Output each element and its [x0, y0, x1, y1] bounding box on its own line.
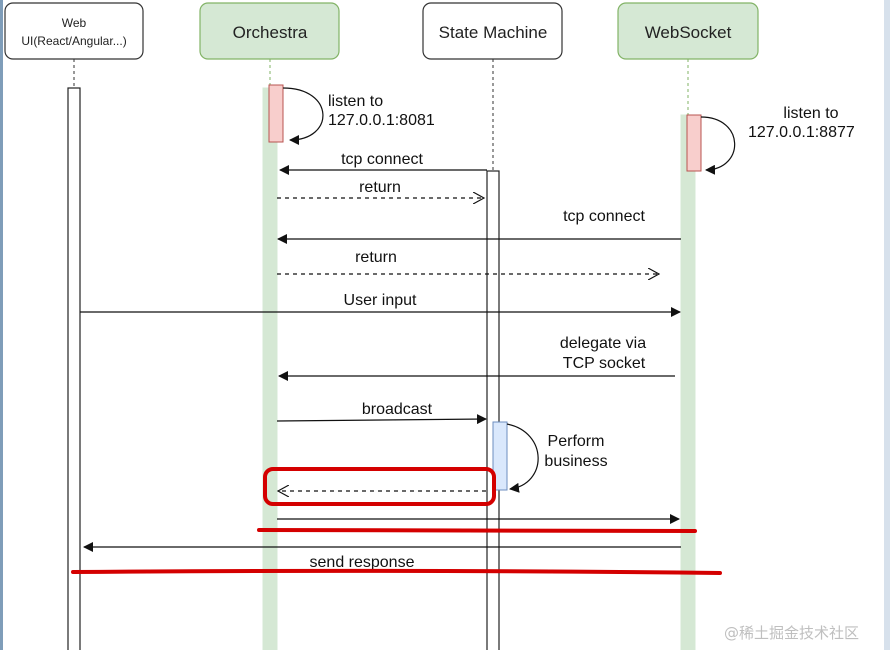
- message-return-2-label: return: [355, 249, 397, 266]
- highlight-underline-2: [71, 568, 722, 575]
- note-orchestra-listen-line2: 127.0.0.1:8081: [328, 112, 435, 129]
- message-return-1-label: return: [359, 179, 401, 196]
- self-call-perform-business: [506, 423, 539, 493]
- message-tcp-connect-1: tcp connect: [279, 151, 487, 175]
- activation-websocket-listen: [686, 114, 702, 172]
- actor-state-machine-label: State Machine: [439, 23, 548, 42]
- highlight-box-business-return: [263, 467, 496, 506]
- message-send-response-label: send response: [310, 554, 415, 571]
- actor-web-line1: Web: [62, 16, 87, 30]
- self-call-websocket-listen: [700, 116, 736, 175]
- actor-web[interactable]: Web UI(React/Angular...): [4, 2, 144, 60]
- note-perform-line2: business: [544, 453, 607, 470]
- note-orchestra-listen-line1: listen to: [328, 93, 383, 110]
- watermark: @稀土掘金技术社区: [724, 624, 860, 642]
- message-delegate-line2: TCP socket: [563, 355, 646, 372]
- actor-web-line2: UI(React/Angular...): [21, 34, 126, 48]
- activation-web: [67, 87, 81, 650]
- actor-orchestra-label: Orchestra: [233, 23, 308, 42]
- activation-orchestra: [262, 87, 278, 650]
- actor-websocket-label: WebSocket: [645, 23, 732, 42]
- message-user-input: User input: [80, 292, 681, 317]
- message-delegate-line1: delegate via: [560, 335, 646, 352]
- message-send-response: send response: [83, 542, 681, 571]
- message-tcp-connect-2: tcp connect: [277, 208, 681, 244]
- highlight-underline-1: [257, 528, 697, 533]
- note-websocket-listen-line2: 127.0.0.1:8877: [748, 124, 855, 141]
- message-user-input-label: User input: [344, 292, 417, 309]
- note-websocket-listen-line1: listen to: [783, 105, 838, 122]
- message-tcp-connect-2-label: tcp connect: [563, 208, 645, 225]
- message-return-1: return: [277, 179, 484, 198]
- activation-state-machine-business: [492, 421, 508, 491]
- actor-orchestra[interactable]: Orchestra: [199, 2, 340, 60]
- message-broadcast: broadcast: [276, 401, 487, 425]
- self-call-orchestra-listen: [282, 87, 324, 145]
- message-delegate: delegate via TCP socket: [278, 335, 675, 381]
- message-broadcast-label: broadcast: [362, 401, 433, 418]
- activation-state-machine: [486, 170, 500, 650]
- window-right-border: [884, 0, 890, 650]
- actor-state-machine[interactable]: State Machine: [422, 2, 563, 60]
- activation-orchestra-listen: [268, 84, 284, 143]
- message-tcp-connect-1-label: tcp connect: [341, 151, 423, 168]
- message-return-2: return: [277, 249, 659, 274]
- window-left-border: [0, 0, 3, 650]
- note-perform-line1: Perform: [548, 433, 605, 450]
- actor-websocket[interactable]: WebSocket: [617, 2, 759, 60]
- activation-websocket: [680, 114, 696, 650]
